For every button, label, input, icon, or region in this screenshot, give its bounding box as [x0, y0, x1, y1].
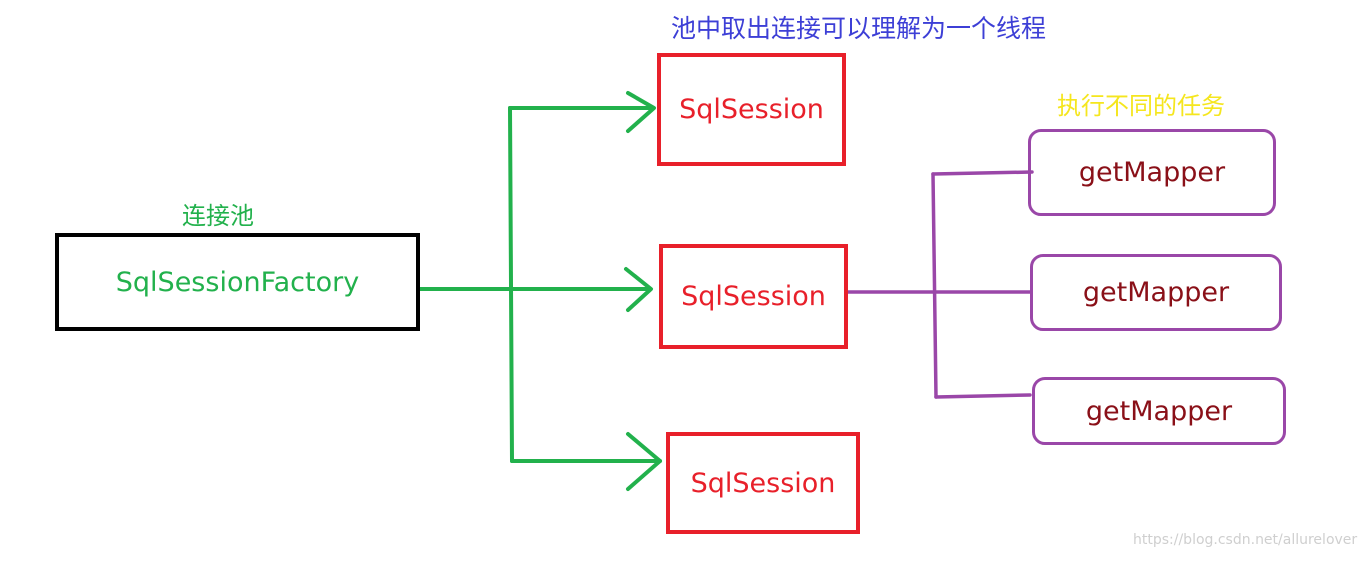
getmapper-box-bottom: getMapper [1032, 377, 1286, 445]
mapper-label: getMapper [1085, 395, 1233, 427]
session-label: SqlSession [690, 467, 836, 499]
tasks-label: 执行不同的任务 [1057, 92, 1225, 120]
task-trunk [931, 172, 938, 399]
mapper-label: getMapper [1082, 277, 1230, 308]
pool-arrows [416, 91, 662, 491]
arrowhead-bottom [626, 432, 662, 491]
session-label: SqlSession [681, 281, 826, 312]
arrowhead-top [626, 91, 656, 133]
getmapper-box-top: getMapper [1028, 129, 1276, 216]
task-branch-bottom [934, 393, 1032, 399]
mapper-label: getMapper [1078, 157, 1226, 188]
task-branch-top [931, 170, 1034, 176]
sqlsession-box-top: SqlSession [657, 53, 846, 166]
sqlsession-box-bottom: SqlSession [666, 432, 860, 534]
getmapper-box-middle: getMapper [1030, 254, 1282, 331]
branch-trunk [508, 106, 514, 463]
factory-label: SqlSessionFactory [115, 266, 360, 298]
sqlsession-box-middle: SqlSession [659, 244, 848, 349]
sqlsessionfactory-box: SqlSessionFactory [55, 233, 420, 331]
watermark: https://blog.csdn.net/allurelover [1133, 532, 1358, 548]
diagram-title: 池中取出连接可以理解为一个线程 [671, 14, 1047, 43]
arrowhead-middle [624, 267, 653, 312]
pool-label: 连接池 [182, 202, 254, 230]
task-lines [846, 170, 1034, 399]
session-label: SqlSession [679, 94, 824, 125]
